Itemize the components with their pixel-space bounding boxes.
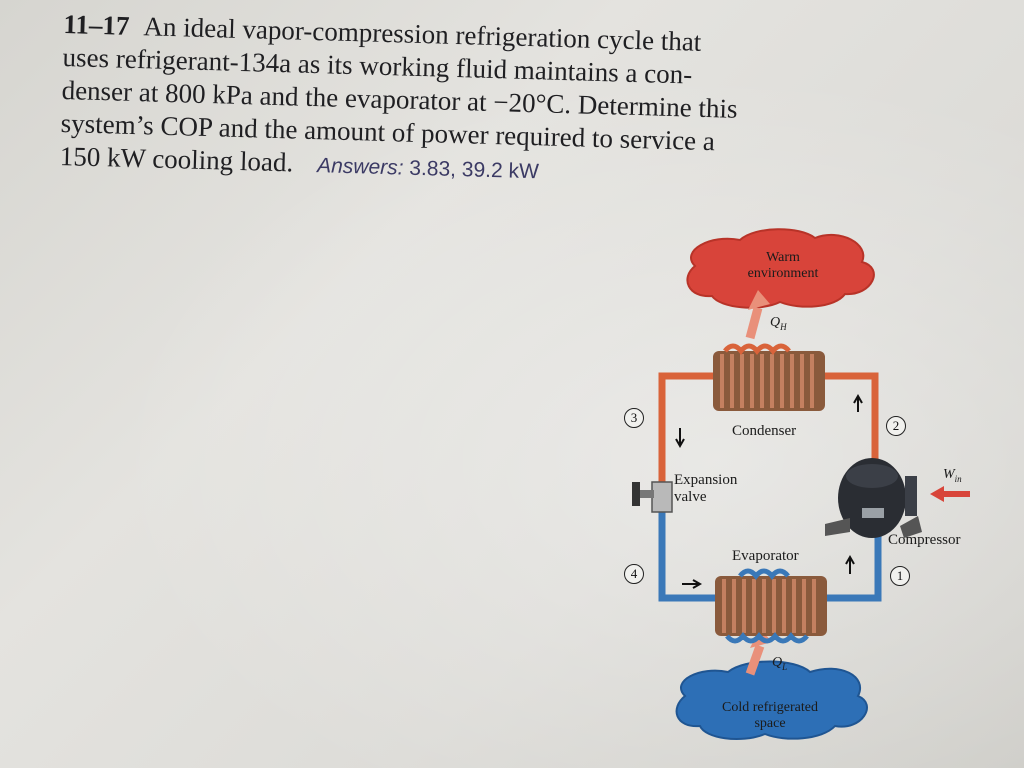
state-3-marker: 3 <box>624 408 644 428</box>
cold-pipes <box>658 506 882 602</box>
flow-arrows <box>675 393 863 589</box>
state-4-marker: 4 <box>624 564 644 584</box>
state-1-marker: 1 <box>890 566 910 586</box>
evaporator-label: Evaporator <box>732 548 799 564</box>
problem-number: 11–17 <box>63 8 130 41</box>
answers: Answers: 3.83, 39.2 kW <box>316 154 540 184</box>
qh-arrow <box>745 306 763 340</box>
qh-label: QH <box>770 315 787 332</box>
ql-label: QL <box>772 655 788 672</box>
condenser-coil <box>713 343 825 411</box>
hot-pipes <box>658 372 879 486</box>
compressor <box>825 458 922 538</box>
ql-arrow <box>745 644 765 676</box>
state-2-marker: 2 <box>886 416 906 436</box>
condenser-label: Condenser <box>732 423 797 439</box>
compressor-label: Compressor <box>888 532 961 548</box>
win-label: Win <box>943 467 962 484</box>
warm-environment-cloud <box>686 228 875 309</box>
cold-space-cloud <box>675 660 868 741</box>
cycle-schematic <box>632 228 970 741</box>
evaporator-coil <box>715 568 827 644</box>
expansion-valve <box>632 481 673 513</box>
